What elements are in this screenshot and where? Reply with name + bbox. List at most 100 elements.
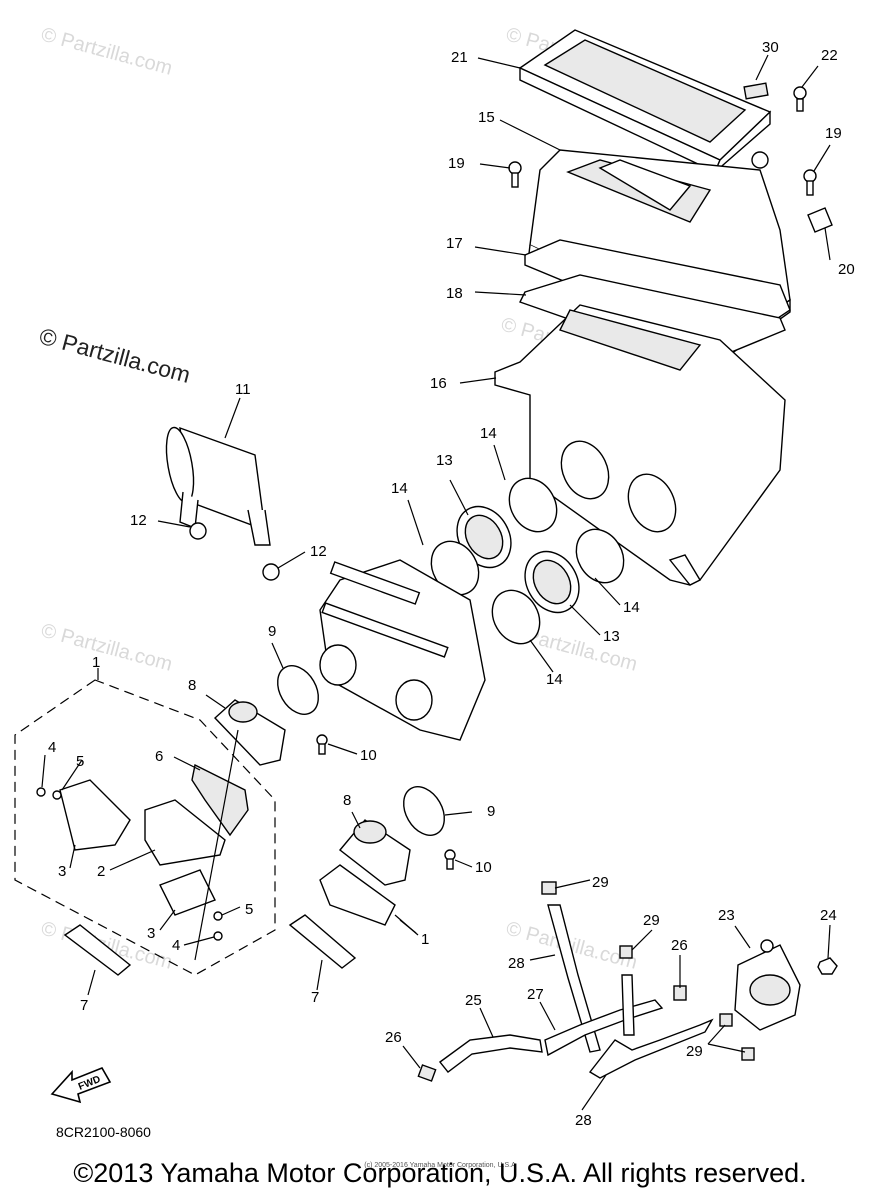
- clamp-14-a: [508, 477, 558, 533]
- callout-4: 4: [48, 739, 56, 756]
- hose-clip-12-b: [262, 563, 280, 581]
- fuel-pump-23: [734, 939, 801, 1031]
- callout-30: 30: [762, 39, 779, 56]
- clamp-9-lower: [403, 786, 445, 836]
- callout-14: 14: [391, 480, 408, 497]
- bolt-22: [793, 86, 807, 112]
- watermark: © Partzilla.com: [37, 323, 193, 388]
- callout-22: 22: [821, 47, 838, 64]
- callout-15: 15: [478, 109, 495, 126]
- callout-12: 12: [310, 543, 327, 560]
- hose-28-upper: [547, 904, 601, 1053]
- reed-6: [191, 763, 249, 837]
- manifold-8-lower: [338, 819, 411, 886]
- leader-lines: [41, 54, 831, 1111]
- callout-10: 10: [475, 859, 492, 876]
- callout-5: 5: [245, 901, 253, 918]
- callout-9: 9: [268, 623, 276, 640]
- clip-29-middle: [619, 945, 633, 959]
- watermark: © Partzilla.com: [39, 620, 175, 676]
- clip-26-upper: [673, 985, 687, 1001]
- clamp-9-upper: [277, 665, 319, 715]
- callout-18: 18: [446, 285, 463, 302]
- gasket-7-left: [63, 924, 132, 976]
- screw-4-lower: [213, 931, 223, 941]
- callout-4: 4: [172, 937, 180, 954]
- washer-5-lower: [213, 911, 223, 921]
- callout-21: 21: [451, 49, 468, 66]
- callout-19: 19: [448, 155, 465, 172]
- part-30: [743, 82, 769, 100]
- callout-11: 11: [235, 381, 251, 398]
- bolt-10-lower: [444, 849, 456, 870]
- callout-8: 8: [188, 677, 196, 694]
- callout-13: 13: [436, 452, 453, 469]
- carburetor-assembly: [319, 559, 486, 741]
- callout-7: 7: [80, 997, 88, 1014]
- callout-7: 7: [311, 989, 319, 1006]
- reed-stopper-3-b: [159, 869, 216, 916]
- clip-29-top: [541, 881, 557, 895]
- hose-28-lower: [588, 1018, 714, 1079]
- joint-13-lower: [524, 550, 580, 614]
- bracket-20: [807, 207, 833, 233]
- callout-29: 29: [643, 912, 660, 929]
- fwd-arrow-icon: FWD: [50, 1066, 112, 1104]
- callout-1: 1: [92, 654, 100, 671]
- callout-3: 3: [147, 925, 155, 942]
- callout-28: 28: [508, 955, 525, 972]
- clip-29-right-b: [741, 1047, 755, 1061]
- airbox-lower: [494, 304, 786, 586]
- callout-14: 14: [546, 671, 563, 688]
- diagram-part-code: 8CR2100-8060: [56, 1124, 151, 1140]
- callout-9: 9: [487, 803, 495, 820]
- tiny-notice: (c) 2005-2016 Yamaha Motor Corporation, …: [364, 1162, 516, 1169]
- reed-valve-1: [319, 864, 396, 926]
- callout-17: 17: [446, 235, 463, 252]
- callout-2: 2: [97, 863, 105, 880]
- gasket-7-right: [288, 914, 357, 969]
- callout-26: 26: [671, 937, 688, 954]
- hose-25: [438, 1034, 543, 1073]
- silencer-11: [165, 426, 271, 546]
- hose-pump: [621, 974, 635, 1036]
- airbox-cover: [518, 29, 772, 173]
- callout-3: 3: [58, 863, 66, 880]
- clamp-14-b: [575, 528, 625, 584]
- screw-19-right: [803, 169, 817, 196]
- watermark: © Partzilla.com: [39, 24, 175, 80]
- manifold-8-upper: [213, 699, 286, 766]
- clamp-14-c: [430, 540, 480, 596]
- nut-24: [817, 957, 838, 975]
- callout-14: 14: [480, 425, 497, 442]
- callout-6: 6: [155, 748, 163, 765]
- screw-19-left: [508, 161, 522, 188]
- callout-26: 26: [385, 1029, 402, 1046]
- callout-23: 23: [718, 907, 735, 924]
- callout-5: 5: [76, 753, 84, 770]
- clip-29-right-a: [719, 1013, 733, 1027]
- reed-stopper-3-a: [59, 779, 131, 851]
- hose-clip-12-a: [189, 522, 207, 540]
- callout-27: 27: [527, 986, 544, 1003]
- callout-10: 10: [360, 747, 377, 764]
- callout-28: 28: [575, 1112, 592, 1129]
- callout-8: 8: [343, 792, 351, 809]
- bolt-10-upper: [316, 734, 328, 755]
- callout-13: 13: [603, 628, 620, 645]
- copyright-notice: ©2013 Yamaha Motor Corporation, U.S.A. A…: [73, 1158, 807, 1188]
- callout-16: 16: [430, 375, 447, 392]
- callout-labels: 1 1 2 3 3 4 4 5 5 6 7 7 8 8 9 9 10 10 11…: [48, 39, 855, 1129]
- reed-valve-assembly-outline: [14, 679, 276, 976]
- clamp-14-d: [491, 589, 541, 645]
- callout-25: 25: [465, 992, 482, 1009]
- callout-14: 14: [623, 599, 640, 616]
- callout-29: 29: [686, 1043, 703, 1060]
- callout-19: 19: [825, 125, 842, 142]
- callout-12: 12: [130, 512, 147, 529]
- callout-20: 20: [838, 261, 855, 278]
- washer-5-upper: [52, 790, 62, 800]
- callout-29: 29: [592, 874, 609, 891]
- reed-block-2: [144, 799, 226, 866]
- screw-4-upper: [36, 787, 46, 797]
